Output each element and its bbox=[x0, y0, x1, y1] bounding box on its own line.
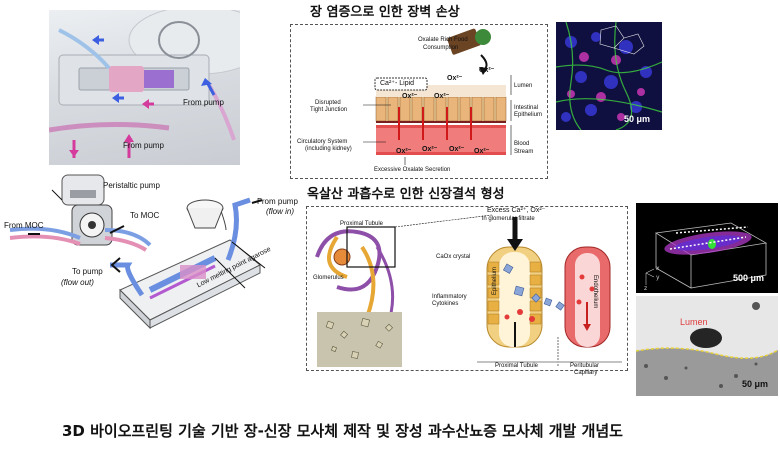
epithelium-rotated-label: Epithelium bbox=[492, 266, 498, 295]
ox-blood-3: Ox²⁻ bbox=[449, 146, 465, 153]
inflammatory-label-1: Inflammatory bbox=[432, 294, 467, 300]
circulatory-label-2: (including kidney) bbox=[305, 146, 352, 152]
circulatory-label-1: Circulatory System bbox=[297, 139, 348, 145]
ox-blood-4: Ox²⁻ bbox=[474, 148, 490, 155]
chip-photo-drawing bbox=[49, 10, 240, 158]
ox-lumen-1: Ox²⁻ bbox=[447, 75, 463, 82]
secretion-label: Excessive Oxalate Secretion bbox=[374, 167, 451, 173]
excess-label-2: in glomerular filtrate bbox=[482, 216, 535, 222]
gut-micrograph bbox=[556, 22, 662, 130]
chip-photo bbox=[49, 10, 240, 165]
histology-lumen-label: Lumen bbox=[680, 317, 708, 327]
blood-label-2: Stream bbox=[514, 149, 534, 155]
kidney-histology-image bbox=[636, 296, 778, 396]
gut-micrograph-scale: 50 μm bbox=[624, 114, 651, 124]
caox-label: CaOx crystal bbox=[436, 254, 471, 260]
kidney-histology-scale: 50 μm bbox=[742, 379, 769, 389]
ox-epithelium-2: Ox²⁻ bbox=[434, 93, 450, 100]
kidney-diagram bbox=[315, 214, 622, 367]
glomerulus-label: Glomerulus bbox=[313, 275, 344, 281]
gut-panel bbox=[290, 24, 548, 179]
kidney-3d-drawing bbox=[636, 203, 778, 293]
chip-schematic bbox=[0, 170, 300, 355]
kidney-panel bbox=[306, 206, 628, 371]
kidney-3d-scale: 500 μm bbox=[733, 273, 765, 283]
kidney-histology-drawing bbox=[636, 296, 778, 396]
ox-lumen-2: Ox²⁻ bbox=[479, 67, 495, 74]
peritubular-label-2: Capillary bbox=[574, 370, 598, 376]
ox-epithelium-1: Ox²⁻ bbox=[402, 93, 418, 100]
proximal-tubule-top-label: Proximal Tubule bbox=[340, 221, 384, 227]
from-pump-label: From pump bbox=[257, 197, 298, 206]
inflammatory-label-2: Cytokines bbox=[432, 301, 459, 307]
chip-from-pump-bottom-label: From pump bbox=[123, 141, 164, 150]
epithelium-label-2: Epithelium bbox=[514, 112, 543, 118]
schematic-drawing bbox=[9, 174, 266, 330]
peristaltic-pump-label: Peristaltic pump bbox=[103, 181, 160, 190]
ox-blood-2: Ox²⁻ bbox=[422, 146, 438, 153]
flow-out-label: (flow out) bbox=[61, 278, 94, 287]
food-label-2: Consumption bbox=[423, 45, 459, 51]
kidney-panel-title: 옥살산 과흡수로 인한 신장결석 형성 bbox=[307, 187, 505, 202]
endothelium-rotated-label: Endothelium bbox=[592, 275, 598, 309]
to-pump-label: To pump bbox=[72, 267, 103, 276]
lumen-label: Lumen bbox=[514, 83, 533, 89]
food-label-1: Oxalate Rich Food bbox=[418, 37, 468, 43]
ox-blood-1: Ox²⁻ bbox=[396, 148, 412, 155]
axis-z-label: z bbox=[644, 285, 648, 292]
gut-micrograph-image bbox=[556, 22, 662, 130]
excess-label-1: Excess Ca²⁺, Ox²⁻ bbox=[487, 207, 546, 214]
from-moc-label: From MOC bbox=[4, 221, 44, 230]
peritubular-label-1: Peritubular bbox=[570, 363, 600, 369]
lipid-label: Ca²⁺- Lipid bbox=[380, 80, 415, 87]
proximal-tubule-bottom-label: Proximal Tubule bbox=[495, 363, 539, 369]
gut-panel-title: 장 염증으로 인한 장벽 손상 bbox=[310, 5, 460, 20]
axis-x-label: x bbox=[656, 265, 660, 272]
epithelium-label-1: Intestinal bbox=[514, 105, 539, 111]
kidney-3d-image bbox=[636, 203, 778, 293]
flow-in-label: (flow in) bbox=[266, 207, 295, 216]
gut-diagram bbox=[363, 28, 512, 165]
to-moc-label: To MOC bbox=[130, 211, 160, 220]
blood-label-1: Blood bbox=[514, 141, 530, 147]
figure-caption: 3D 바이오프린팅 기술 기반 장-신장 모사체 제작 및 장성 과수산뇨증 모… bbox=[62, 422, 623, 440]
chip-from-pump-right-label: From pump bbox=[183, 98, 224, 107]
tight-junction-label-1: Disrupted bbox=[315, 100, 341, 106]
axis-y-label: y bbox=[656, 274, 660, 281]
tight-junction-label-2: Tight Junction bbox=[310, 107, 348, 113]
